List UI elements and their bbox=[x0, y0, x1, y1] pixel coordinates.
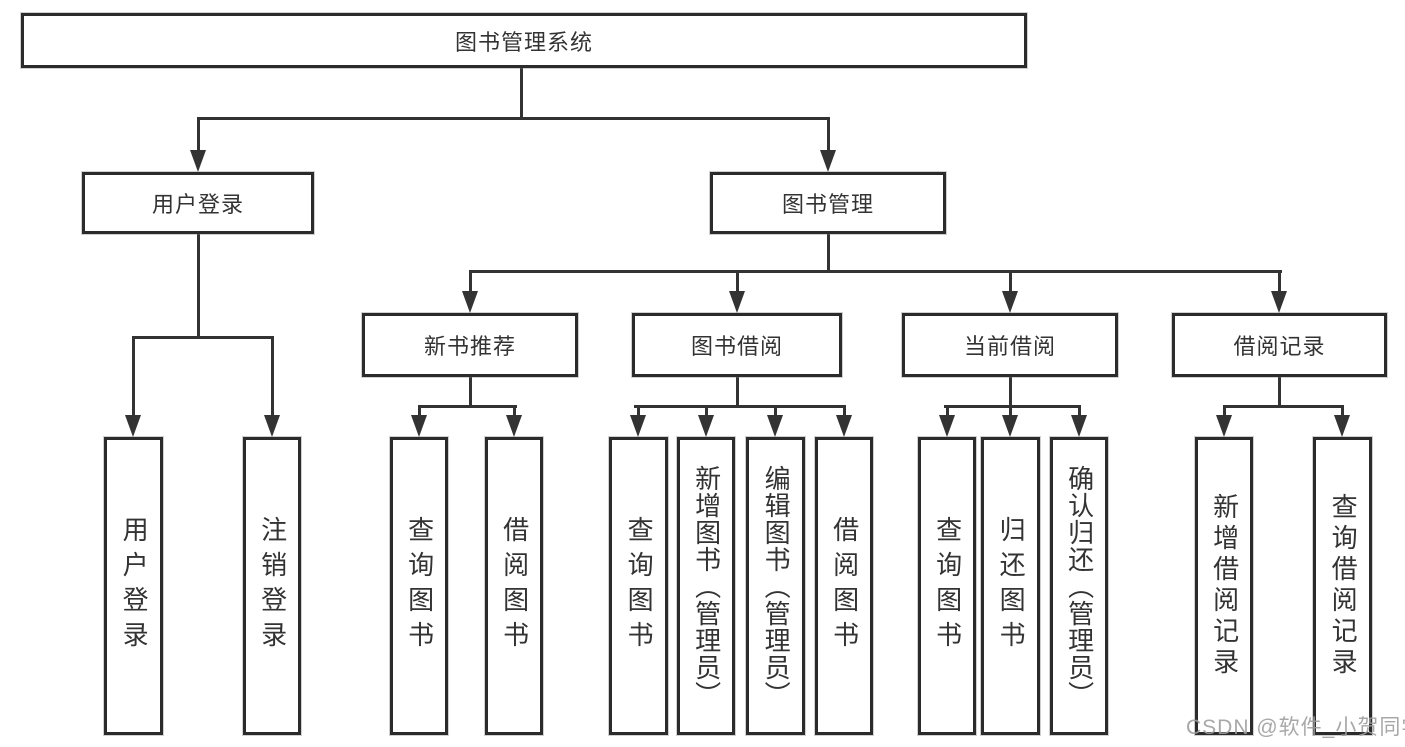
arrow-down-icon bbox=[1271, 291, 1287, 313]
node-current-borrow: 当前借阅 bbox=[902, 313, 1118, 377]
node-book-management: 图书管理 bbox=[710, 172, 946, 234]
connector-leaf-stem bbox=[513, 405, 516, 419]
connector-book-borrow-stem bbox=[736, 377, 739, 407]
arrow-down-icon bbox=[1334, 415, 1350, 437]
leaf-confirm-return-admin: 确认归还（管理员） bbox=[1050, 437, 1108, 735]
leaf-query-books-current-label: 查询图书 bbox=[932, 516, 963, 656]
node-user-login-label: 用户登录 bbox=[151, 192, 244, 217]
connector-root-hline bbox=[197, 117, 830, 120]
node-user-login: 用户登录 bbox=[82, 172, 314, 234]
arrow-down-icon bbox=[820, 150, 836, 172]
leaf-borrow-books-recommend: 借阅图书 bbox=[485, 437, 543, 735]
connector-leaf-stem bbox=[843, 405, 846, 419]
connector-leaf-stem bbox=[1223, 405, 1226, 419]
connector-current-borrow-stem bbox=[1009, 377, 1012, 407]
leaf-query-books-borrow-label: 查询图书 bbox=[624, 516, 655, 656]
connector-current-borrow-hline bbox=[944, 405, 1081, 408]
leaf-add-borrow-record: 新增借阅记录 bbox=[1195, 437, 1253, 735]
arrow-down-icon bbox=[698, 415, 714, 437]
connector-new-book-recommend-stem bbox=[469, 377, 472, 407]
leaf-user-login-label: 用户登录 bbox=[119, 516, 150, 656]
connector-borrow-record-hline bbox=[1223, 405, 1344, 408]
node-borrow-record-label: 借阅记录 bbox=[1233, 334, 1326, 359]
connector-leaf-stem bbox=[1341, 405, 1344, 419]
leaf-query-borrow-record: 查询借阅记录 bbox=[1313, 437, 1372, 735]
leaf-logout-label: 注销登录 bbox=[257, 516, 288, 656]
leaf-borrow-books: 借阅图书 bbox=[815, 437, 873, 735]
csdn-watermark: CSDN @软件_小贺同学 bbox=[1186, 716, 1405, 739]
connector-new-book-recommend-hline bbox=[418, 405, 517, 408]
connector-book-management-hline bbox=[469, 270, 1282, 273]
connector-to-new-book-recommend bbox=[469, 270, 472, 294]
arrow-down-icon bbox=[506, 415, 522, 437]
arrow-down-icon bbox=[836, 415, 852, 437]
arrow-down-icon bbox=[1002, 415, 1018, 437]
leaf-edit-books-admin-label: 编辑图书（管理员） bbox=[761, 464, 792, 708]
arrow-down-icon bbox=[462, 291, 478, 313]
arrow-down-icon bbox=[411, 415, 427, 437]
arrow-down-icon bbox=[125, 415, 141, 437]
leaf-return-books: 归还图书 bbox=[981, 437, 1040, 735]
node-new-book-recommend-label: 新书推荐 bbox=[423, 334, 516, 359]
arrow-down-icon bbox=[729, 291, 745, 313]
leaf-logout: 注销登录 bbox=[243, 437, 301, 735]
connector-book-borrow-hline bbox=[634, 405, 845, 408]
node-root-label: 图书管理系统 bbox=[454, 29, 593, 55]
node-root: 图书管理系统 bbox=[21, 13, 1027, 68]
arrow-down-icon bbox=[190, 150, 206, 172]
connector-leaf-stem bbox=[1009, 405, 1012, 419]
leaf-query-books-borrow: 查询图书 bbox=[609, 437, 668, 735]
node-current-borrow-label: 当前借阅 bbox=[963, 334, 1056, 359]
leaf-confirm-return-admin-label: 确认归还（管理员） bbox=[1064, 464, 1095, 708]
connector-leaf-stem bbox=[705, 405, 708, 419]
leaf-query-books-recommend-label: 查询图书 bbox=[404, 516, 435, 656]
connector-user-login-hline bbox=[132, 336, 274, 339]
leaf-edit-books-admin: 编辑图书（管理员） bbox=[746, 437, 805, 735]
leaf-borrow-books-recommend-label: 借阅图书 bbox=[499, 516, 530, 656]
leaf-add-books-admin: 新增图书（管理员） bbox=[677, 437, 735, 735]
connector-to-book-management bbox=[827, 117, 830, 155]
connector-to-user-login bbox=[197, 117, 200, 155]
leaf-query-books-recommend: 查询图书 bbox=[390, 437, 448, 735]
connector-leaf-stem bbox=[637, 405, 640, 419]
connector-to-leaf-user-login bbox=[132, 336, 135, 418]
leaf-return-books-label: 归还图书 bbox=[996, 516, 1027, 656]
leaf-borrow-books-label: 借阅图书 bbox=[829, 516, 860, 656]
connector-leaf-stem bbox=[1078, 405, 1081, 419]
connector-root-stem bbox=[520, 68, 523, 118]
arrow-down-icon bbox=[1071, 415, 1087, 437]
leaf-query-borrow-record-label: 查询借阅记录 bbox=[1328, 493, 1359, 679]
leaf-add-books-admin-label: 新增图书（管理员） bbox=[691, 464, 722, 708]
node-book-borrow: 图书借阅 bbox=[632, 313, 842, 377]
connector-leaf-stem bbox=[946, 405, 949, 419]
connector-to-leaf-logout bbox=[271, 336, 274, 418]
node-new-book-recommend: 新书推荐 bbox=[362, 313, 578, 377]
arrow-down-icon bbox=[264, 415, 280, 437]
arrow-down-icon bbox=[939, 415, 955, 437]
arrow-down-icon bbox=[767, 415, 783, 437]
connector-borrow-record-stem bbox=[1278, 377, 1281, 407]
connector-user-login-stem bbox=[197, 234, 200, 338]
node-borrow-record: 借阅记录 bbox=[1172, 313, 1387, 377]
leaf-add-borrow-record-label: 新增借阅记录 bbox=[1209, 493, 1240, 679]
leaf-user-login: 用户登录 bbox=[104, 437, 163, 735]
arrow-down-icon bbox=[1216, 415, 1232, 437]
node-book-management-label: 图书管理 bbox=[781, 192, 874, 217]
connector-to-borrow-record bbox=[1278, 270, 1281, 294]
node-book-borrow-label: 图书借阅 bbox=[690, 334, 783, 359]
connector-leaf-stem bbox=[418, 405, 421, 419]
leaf-query-books-current: 查询图书 bbox=[918, 437, 976, 735]
arrow-down-icon bbox=[630, 415, 646, 437]
connector-book-management-stem bbox=[827, 234, 830, 272]
connector-to-book-borrow bbox=[736, 270, 739, 294]
connector-to-current-borrow bbox=[1009, 270, 1012, 294]
connector-leaf-stem bbox=[774, 405, 777, 419]
arrow-down-icon bbox=[1002, 291, 1018, 313]
